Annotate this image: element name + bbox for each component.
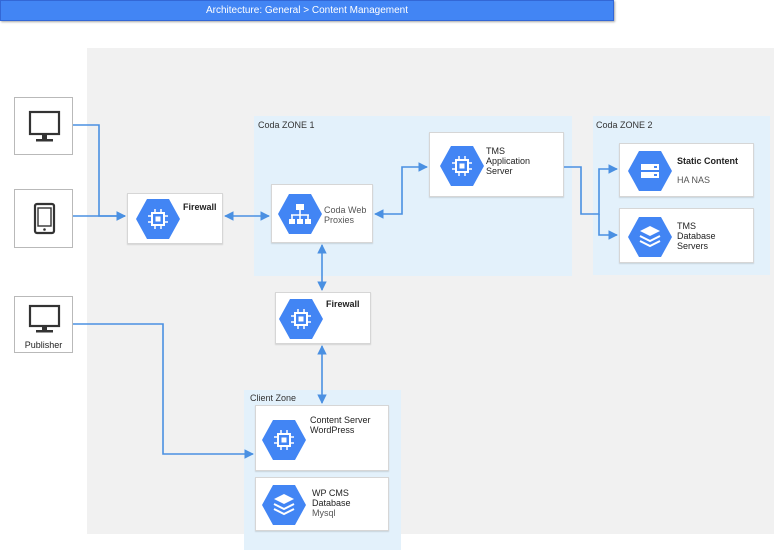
coda-web-proxies-line2: Proxies (324, 215, 355, 225)
link-tms-static (564, 164, 618, 215)
monitor-icon (28, 110, 61, 142)
content-server-line1: Content Server (310, 415, 371, 425)
coda-zone-1-label: Coda ZONE 1 (258, 120, 315, 130)
static-content-sub: HA NAS (677, 175, 711, 185)
static-content-title: Static Content (677, 156, 739, 166)
breadcrumb-bar: Architecture: General > Content Manageme… (0, 0, 614, 21)
static-content-node[interactable]: Static Content HA NAS (619, 143, 754, 197)
link-desktop-firewall (73, 124, 126, 221)
wp-cms-db-line1: WP CMS (312, 488, 349, 498)
tms-db-line2: Database (677, 231, 716, 241)
publisher-device[interactable]: Publisher (14, 296, 73, 353)
tms-app-line2: Application (486, 156, 531, 166)
database-layers-icon (628, 217, 672, 257)
wp-cms-db-sub: Mysql (312, 508, 336, 518)
desktop-device[interactable] (14, 97, 73, 155)
network-icon (278, 194, 322, 234)
tms-db-node[interactable]: TMS Database Servers (619, 208, 754, 263)
firewall-inner-node[interactable]: Firewall (275, 292, 371, 344)
tms-app-server-node[interactable]: TMS Application Server (429, 132, 564, 197)
client-zone-label: Client Zone (250, 393, 297, 403)
compute-chip-icon (136, 199, 180, 239)
tablet-device[interactable] (14, 189, 73, 248)
tablet-icon (33, 202, 56, 235)
tms-db-line1: TMS (677, 221, 696, 231)
coda-web-proxies-line1: Coda Web (324, 205, 367, 215)
content-server-line2: WordPress (310, 425, 355, 435)
firewall-inner-title: Firewall (326, 299, 360, 309)
compute-chip-icon (262, 420, 306, 460)
compute-chip-icon (279, 299, 323, 339)
wp-cms-db-node[interactable]: WP CMS Database Mysql (255, 477, 389, 531)
breadcrumb: Architecture: General > Content Manageme… (205, 5, 409, 16)
firewall-main-node[interactable]: Firewall (127, 193, 223, 244)
tms-app-line3: Server (486, 166, 513, 176)
publisher-label: Publisher (24, 340, 63, 350)
content-server-node[interactable]: Content Server WordPress (255, 405, 389, 471)
wp-cms-db-line2: Database (312, 498, 351, 508)
tms-db-line3: Servers (677, 241, 709, 251)
coda-web-proxies-node[interactable]: Coda Web Proxies (271, 184, 373, 243)
link-tms-db (598, 214, 618, 240)
database-layers-icon (262, 485, 306, 525)
monitor-icon (28, 304, 61, 333)
tms-app-line1: TMS (486, 146, 505, 156)
coda-zone-2-label: Coda ZONE 2 (596, 120, 653, 130)
storage-icon (628, 151, 672, 191)
firewall-main-title: Firewall (183, 202, 217, 212)
link-publisher-content (73, 323, 254, 459)
link-proxies-tms (374, 162, 428, 219)
compute-chip-icon (440, 146, 484, 186)
